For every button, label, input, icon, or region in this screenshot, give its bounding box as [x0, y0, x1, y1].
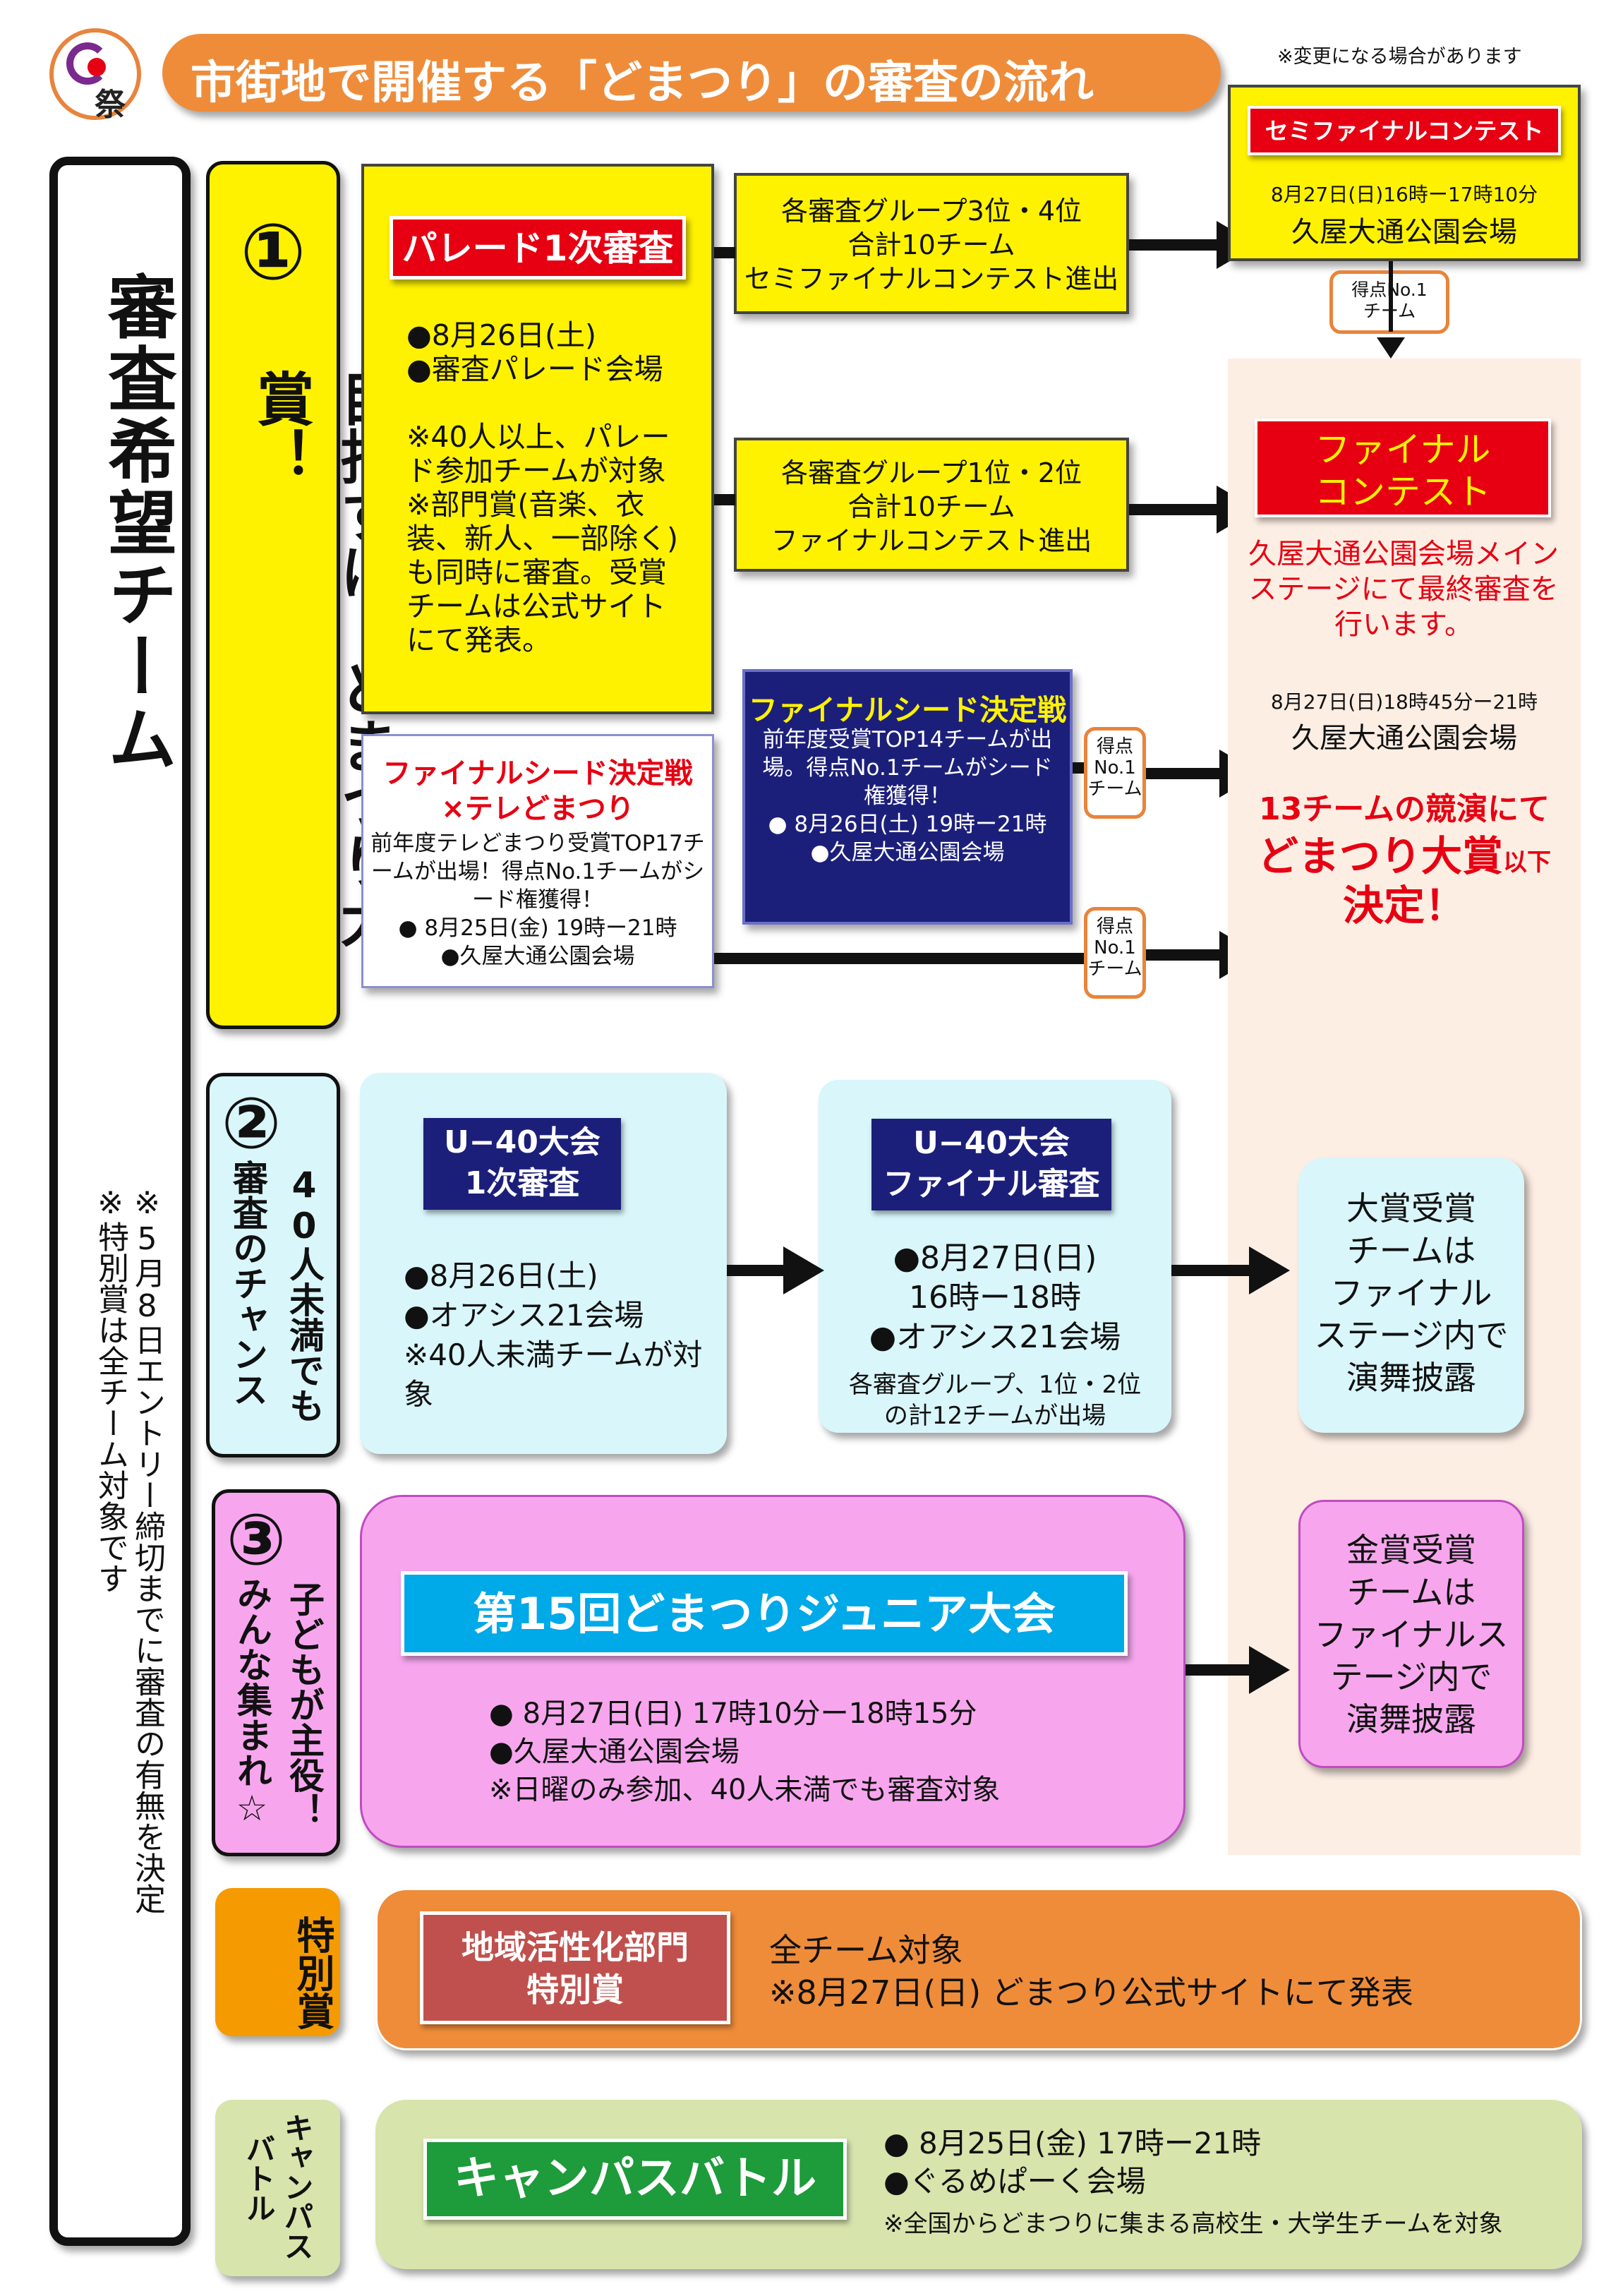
arrow-u40-final-head: [1249, 1246, 1290, 1294]
u40-final-sub: 各審査グループ、1位・2位の計12チームが出場: [848, 1371, 1142, 1430]
final-result-line3: 決定！: [1342, 882, 1466, 930]
campus-badge: キャンパスバトル: [423, 2139, 847, 2220]
campus-text: ● 8月25日(金) 17時ー21時 ●ぐるめぱーく会場: [883, 2126, 1262, 2199]
arrow-parade-to-final: [714, 494, 735, 505]
arrow-junior-to-result: [1185, 1664, 1249, 1676]
junior-box: 第15回どまつりジュニア大会 ● 8月27日(日) 17時10分ー18時15分 …: [360, 1495, 1185, 1848]
campus-note: ※全国からどまつりに集まる高校生・大学生チームを対象: [883, 2210, 1503, 2238]
final-seed-text: 前年度受賞TOP14チームが出場。得点No.1チームがシード権獲得！ ● 8月2…: [762, 727, 1053, 865]
final-result-small: 以下: [1503, 848, 1551, 877]
special-badge: 地域活性化部門 特別賞: [420, 1911, 730, 2024]
semifinal-datetime: 8月27日(日)16時ー17時10分: [1270, 183, 1538, 206]
final-seed-box: ファイナルシード決定戦 前年度受賞TOP14チームが出場。得点No.1チームがシ…: [742, 669, 1073, 925]
semifinal-badge: セミファイナルコンテスト: [1248, 106, 1561, 155]
left-column-note-2: ※特別賞は全チーム対象です: [92, 1185, 128, 1594]
arrow-final-seed: [1073, 762, 1084, 774]
final-result-main: どまつり大賞: [1257, 832, 1503, 880]
campus-label-box: キャンパス バトル: [215, 2100, 340, 2276]
arrow-semifinal-down: [1389, 261, 1393, 332]
score-note-tv-seed: 得点 No.1 チーム: [1084, 907, 1146, 999]
logo-text: 祭: [95, 87, 126, 123]
tv-seed-box: ファイナルシード決定戦 ×テレどまつり 前年度テレどまつり受賞TOP17チームが…: [361, 734, 714, 988]
final-badge: ファイナル コンテスト: [1255, 419, 1551, 517]
arrow-semi-to-semifinal: [1129, 239, 1221, 251]
special-box: 地域活性化部門 特別賞 全チーム対象 ※8月27日(日) どまつり公式サイトにて…: [375, 1888, 1582, 2050]
final-desc: 久屋大通公園会場メインステージにて最終審査を行います。: [1248, 538, 1559, 641]
section2-label-line2: 審査のチャンス: [227, 1160, 268, 1407]
campus-box: キャンパスバトル ● 8月25日(金) 17時ー21時 ●ぐるめぱーく会場 ※全…: [375, 2100, 1582, 2269]
section3-label-box: ③ 子どもが主役！ みんな集まれ☆: [212, 1489, 340, 1856]
u40-final-badge: U−40大会 ファイナル審査: [871, 1119, 1111, 1210]
logo: 祭: [49, 28, 141, 123]
final-datetime: 8月27日(日)18時45分ー21時: [1270, 690, 1538, 714]
junior-badge: 第15回どまつりジュニア大会: [401, 1571, 1128, 1656]
arrow-semifinal-down-head: [1377, 337, 1405, 359]
u40-final-box: U−40大会 ファイナル審査 ●8月27日(日) 16時ー18時 ●オアシス21…: [819, 1080, 1171, 1433]
left-column-note-1: ※5月8日エントリー締切までに審査の有無を決定: [129, 1185, 165, 1914]
semifinal-venue: 久屋大通公園会場: [1291, 216, 1517, 248]
parade-box: パレード1次審査 ●8月26日(土) ●審査パレード会場 ※40人以上、パレード…: [361, 164, 714, 714]
section2-number: ②: [221, 1082, 282, 1165]
arrow-tv-seed: [714, 953, 1084, 964]
junior-text: ● 8月27日(日) 17時10分ー18時15分 ●久屋大通公園会場 ※日曜のみ…: [489, 1697, 1001, 1806]
arrow-junior-head: [1249, 1646, 1290, 1694]
final-result-line2: どまつり大賞以下: [1228, 823, 1581, 882]
arrow-tv-seed-out: [1146, 949, 1224, 961]
title-bar: 市街地で開催する「どまつり」の審査の流れ: [162, 34, 1221, 112]
final-seed-title: ファイナルシード決定戦: [748, 693, 1067, 727]
campus-label-line1: キャンパス: [279, 2112, 314, 2261]
tv-seed-text: 前年度テレどまつり受賞TOP17チームが出場！得点No.1チームがシード権獲得！…: [370, 831, 705, 969]
section2-label-line1: 40人未満でも: [284, 1165, 325, 1423]
section3-label-line1: 子どもが主役！: [284, 1581, 325, 1828]
logo-swirl: [66, 42, 109, 85]
u40-first-badge: U−40大会 1次審査: [423, 1118, 621, 1210]
u40-first-box: U−40大会 1次審査 ●8月26日(土) ●オアシス21会場 ※40人未満チー…: [360, 1073, 727, 1454]
arrow-u40-first-head: [783, 1246, 824, 1294]
score-note-final-seed: 得点 No.1 チーム: [1084, 727, 1146, 819]
parade-badge: パレード1次審査: [390, 216, 686, 280]
parade-text: ●8月26日(土) ●審査パレード会場 ※40人以上、パレード参加チームが対象 …: [406, 318, 678, 657]
section3-number: ③: [226, 1498, 286, 1581]
page-title: 市街地で開催する「どまつり」の審査の流れ: [191, 57, 1094, 109]
special-label: 特別賞: [215, 1888, 340, 2036]
section1-number: ①: [240, 207, 306, 297]
semifinal-box: セミファイナルコンテスト 8月27日(日)16時ー17時10分 久屋大通公園会場: [1228, 85, 1581, 261]
left-column-label: 審査希望チーム: [96, 271, 176, 775]
section3-label-line2: みんな集まれ☆: [231, 1576, 272, 1829]
arrow-final-seed-out: [1146, 768, 1224, 779]
logo-dot: [88, 58, 106, 76]
arrow-final-advance-to-final: [1129, 504, 1221, 515]
campus-label-line2: バトル: [241, 2134, 276, 2223]
final-advance-box: 各審査グループ1位・2位 合計10チーム ファイナルコンテスト進出: [734, 438, 1129, 572]
arrow-u40-final-to-result: [1171, 1265, 1249, 1276]
final-venue: 久屋大通公園会場: [1291, 722, 1517, 755]
special-text: 全チーム対象 ※8月27日(日) どまつり公式サイトにて発表: [769, 1931, 1413, 2012]
change-note: ※変更になる場合があります: [1277, 46, 1522, 68]
section2-label-box: ② 40人未満でも 審査のチャンス: [206, 1073, 340, 1457]
junior-result-box: 金賞受賞 チームは ファイナルス テージ内で 演舞披露: [1298, 1500, 1524, 1768]
arrow-parade-to-semi: [714, 247, 735, 258]
tv-seed-title: ファイナルシード決定戦 ×テレどまつり: [382, 757, 693, 825]
final-result-line1: 13チームの競演にて: [1259, 791, 1550, 827]
u40-final-text: ●8月27日(日) 16時ー18時 ●オアシス21会場: [869, 1240, 1121, 1355]
u40-first-text: ●8月26日(土) ●オアシス21会場 ※40人未満チームが対象: [404, 1258, 703, 1412]
semi-advance-box: 各審査グループ3位・4位 合計10チーム セミファイナルコンテスト進出: [734, 173, 1129, 314]
section1-label-box: ① 目指すは、どまつり大賞！: [206, 161, 397, 1029]
u40-result-box: 大賞受賞 チームは ファイナル ステージ内で 演舞披露: [1298, 1158, 1524, 1433]
left-column: 審査希望チーム ※5月8日エントリー締切までに審査の有無を決定 ※特別賞は全チー…: [49, 157, 191, 2246]
